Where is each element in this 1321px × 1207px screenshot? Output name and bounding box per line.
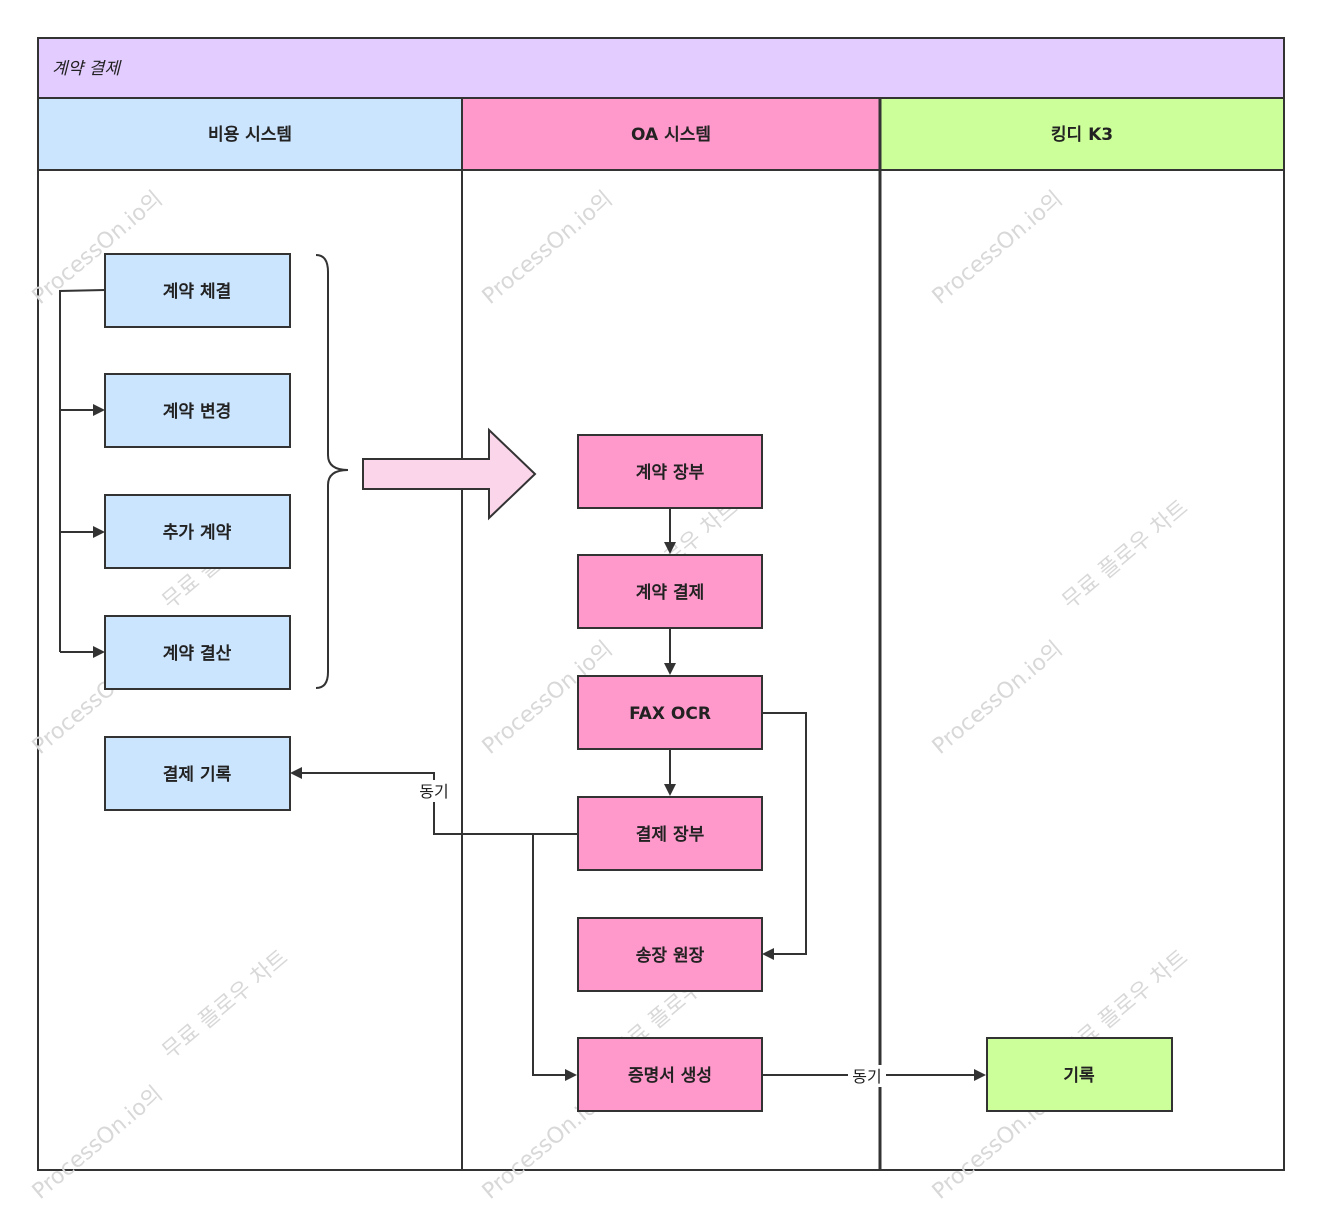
lane-title-k3: 킹디 K3 xyxy=(1051,125,1113,145)
node-label: 결제 기록 xyxy=(163,765,232,785)
block-arrow xyxy=(362,427,537,521)
node-label: 계약 결산 xyxy=(163,643,232,664)
node-label: 계약 체결 xyxy=(163,281,231,302)
lane-header-k3 xyxy=(879,97,1285,171)
lane-body-k3 xyxy=(879,169,1285,1171)
node-label: FAX OCR xyxy=(629,704,711,724)
node-certificate-gen[interactable]: 증명서 생성 xyxy=(577,1037,763,1112)
node-additional-contract[interactable]: 추가 계약 xyxy=(104,494,291,569)
node-payment-record[interactable]: 결제 기록 xyxy=(104,736,291,811)
pool-header xyxy=(37,37,1285,99)
connector-ledger-to-certificate xyxy=(532,833,577,1081)
node-contract-ledger[interactable]: 계약 장부 xyxy=(577,434,763,509)
edge-label-bg xyxy=(848,1065,886,1087)
node-label: 계약 결제 xyxy=(636,582,704,603)
lane-header-expense xyxy=(37,97,463,171)
node-payment-ledger[interactable]: 결제 장부 xyxy=(577,796,763,871)
edge-label-bg xyxy=(414,780,454,802)
connector-sync-to-expense xyxy=(290,767,533,835)
node-contract-sign[interactable]: 계약 체결 xyxy=(104,253,291,328)
node-label: 송장 원장 xyxy=(636,946,705,966)
lane-header-oa xyxy=(461,97,881,171)
lane-title-expense: 비용 시스템 xyxy=(208,125,292,145)
node-label: 기록 xyxy=(1063,1066,1095,1086)
edge-label-sync-right: 동기 xyxy=(852,1067,881,1086)
node-contract-payment[interactable]: 계약 결제 xyxy=(577,554,763,629)
node-record[interactable]: 기록 xyxy=(986,1037,1173,1112)
connector-fax-to-invoice xyxy=(762,712,807,960)
node-contract-change[interactable]: 계약 변경 xyxy=(104,373,291,448)
node-label: 추가 계약 xyxy=(163,522,232,543)
grouping-brace xyxy=(315,254,349,689)
node-label: 계약 장부 xyxy=(636,462,705,483)
node-contract-settle[interactable]: 계약 결산 xyxy=(104,615,291,690)
node-label: 증명서 생성 xyxy=(628,1066,712,1086)
node-invoice-ledger[interactable]: 송장 원장 xyxy=(577,917,763,992)
pool-title: 계약 결제 xyxy=(52,59,122,79)
node-fax-ocr[interactable]: FAX OCR xyxy=(577,675,763,750)
node-label: 계약 변경 xyxy=(163,401,231,422)
edge-label-sync-left: 동기 xyxy=(419,782,448,801)
node-label: 결제 장부 xyxy=(636,825,705,845)
lane-title-oa: OA 시스템 xyxy=(631,125,711,145)
